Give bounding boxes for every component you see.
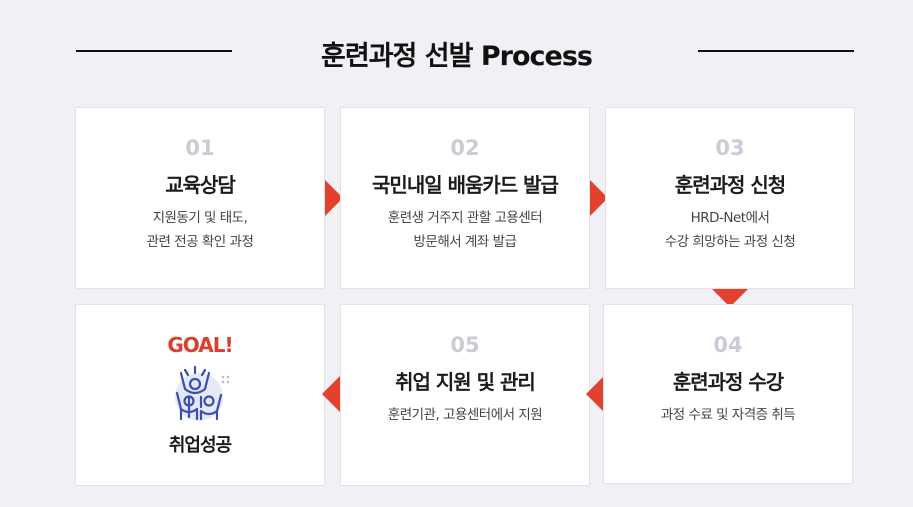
step-description-line-1: HRD-Net에서	[690, 210, 770, 226]
step-description-line-2: 방문해서 계좌 발급	[413, 234, 517, 250]
arrow-down-icon	[712, 289, 748, 307]
goal-card: GOAL! 취업성공	[75, 304, 325, 486]
step-number: 05	[450, 333, 480, 357]
step-description: 훈련생 거주지 관할 고용센터 방문해서 계좌 발급	[341, 206, 589, 254]
step-card-05: 05 취업 지원 및 관리 훈련기관, 고용센터에서 지원	[340, 304, 590, 486]
step-card-02: 02 국민내일 배움카드 발급 훈련생 거주지 관할 고용센터 방문해서 계좌 …	[340, 107, 590, 289]
step-number: 04	[713, 333, 743, 357]
header-divider-right	[698, 50, 854, 52]
step-title: 교육상담	[165, 173, 236, 197]
step-title: 훈련과정 수강	[672, 370, 784, 394]
step-description: HRD-Net에서 수강 희망하는 과정 신청	[606, 206, 854, 254]
step-description: 과정 수료 및 자격증 취득	[604, 403, 852, 427]
section-header: 훈련과정 선발 Process	[0, 30, 913, 74]
celebrating-people-icon	[175, 365, 230, 421]
step-number: 02	[450, 136, 480, 160]
arrow-left-icon	[586, 376, 604, 412]
step-title: 취업 지원 및 관리	[395, 370, 536, 394]
step-description-line-1: 지원동기 및 태도,	[152, 210, 248, 226]
page-title: 훈련과정 선발 Process	[321, 41, 593, 72]
step-number: 01	[185, 136, 215, 160]
step-description: 지원동기 및 태도, 관련 전공 확인 과정	[76, 206, 324, 254]
step-description-line-1: 과정 수료 및 자격증 취득	[660, 407, 796, 423]
goal-badge: GOAL!	[167, 333, 233, 357]
header-divider-left	[76, 50, 232, 52]
arrow-left-icon	[322, 376, 340, 412]
step-card-03: 03 훈련과정 신청 HRD-Net에서 수강 희망하는 과정 신청	[605, 107, 855, 289]
step-card-01: 01 교육상담 지원동기 및 태도, 관련 전공 확인 과정	[75, 107, 325, 289]
arrow-right-icon	[590, 180, 608, 216]
step-description: 훈련기관, 고용센터에서 지원	[341, 403, 589, 427]
step-number: 03	[715, 136, 745, 160]
step-description-line-2: 수강 희망하는 과정 신청	[664, 234, 796, 250]
step-card-04: 04 훈련과정 수강 과정 수료 및 자격증 취득	[603, 304, 853, 484]
goal-label: 취업성공	[168, 435, 232, 456]
step-title: 훈련과정 신청	[674, 173, 786, 197]
arrow-right-icon	[325, 180, 343, 216]
step-description-line-1: 훈련생 거주지 관할 고용센터	[387, 210, 543, 226]
step-title: 국민내일 배움카드 발급	[372, 173, 559, 197]
step-description-line-2: 관련 전공 확인 과정	[146, 234, 254, 250]
step-description-line-1: 훈련기관, 고용센터에서 지원	[387, 407, 543, 423]
